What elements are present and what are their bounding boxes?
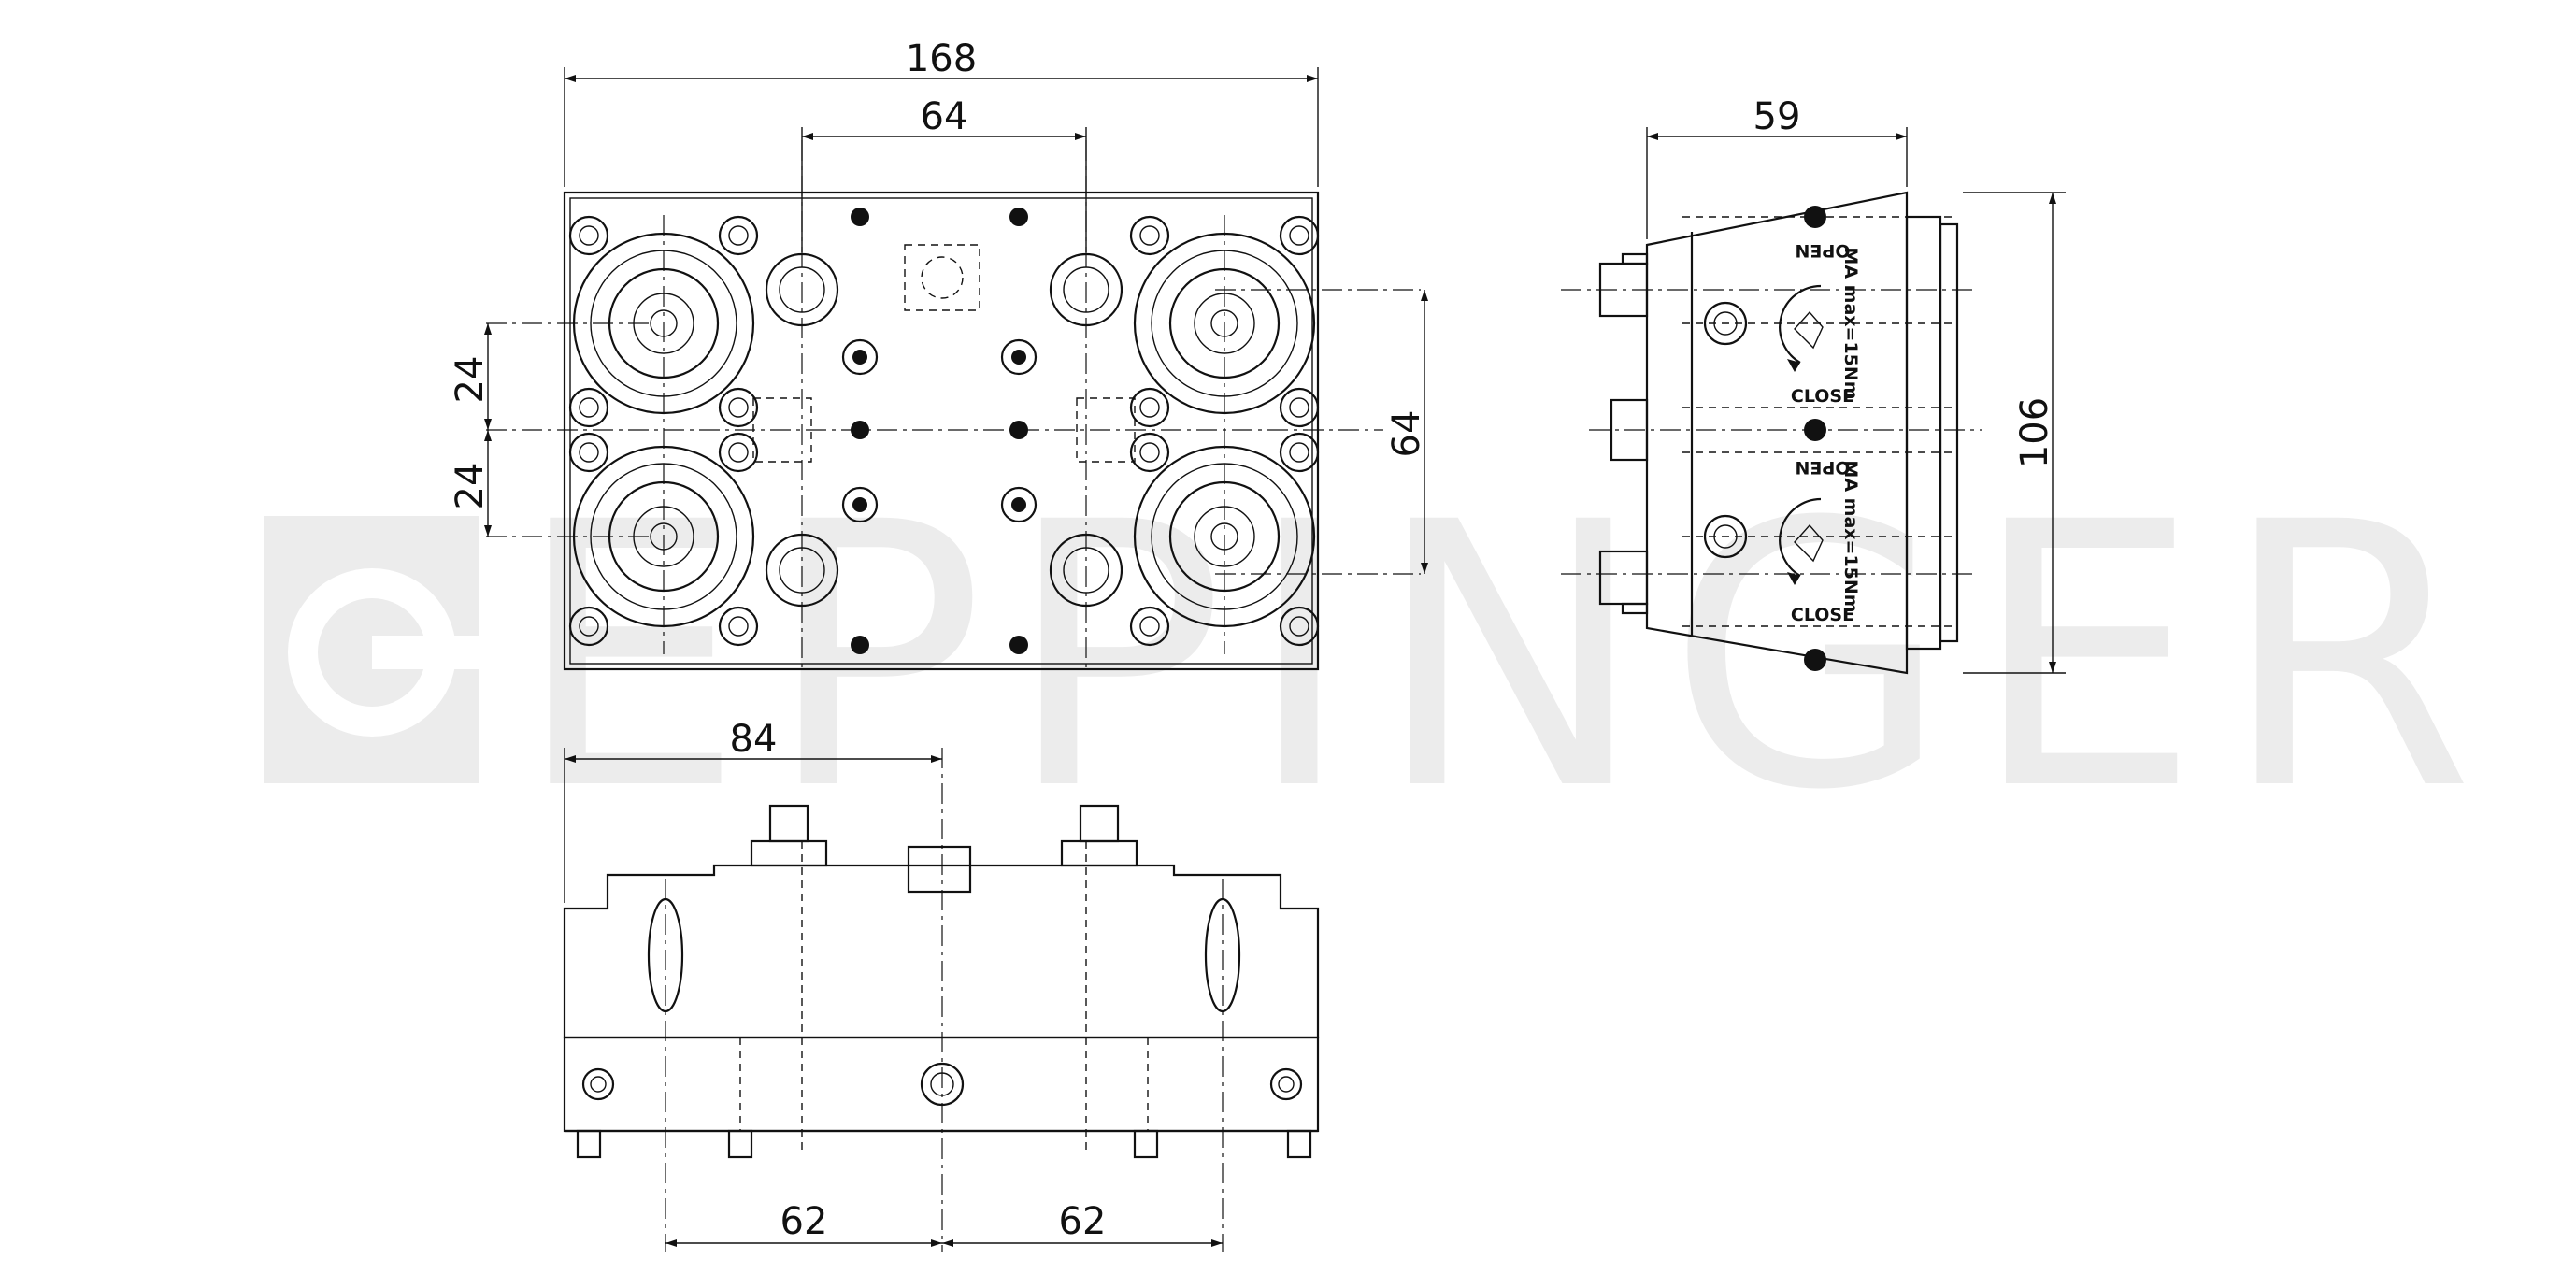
connector-bottom-left	[572, 445, 755, 628]
watermark-logo-icon	[264, 516, 484, 783]
connector-top-left	[572, 232, 755, 415]
dim-62-right: 62	[1059, 1200, 1107, 1243]
dim-24-upper: 24	[449, 356, 492, 404]
front-view-body	[563, 864, 1320, 1038]
connector-bottom-right	[1133, 445, 1316, 628]
watermark: EPPINGER	[264, 445, 2495, 869]
front-view: 84 62 62	[563, 718, 1320, 1252]
top-view: 168 64 24 24 64	[449, 37, 1428, 673]
corner-screws	[568, 215, 1320, 647]
label-close-1: CLOSE	[1791, 386, 1854, 407]
dim-59: 59	[1753, 95, 1801, 138]
label-torque-1: MA max=15Nm	[1840, 247, 1861, 399]
watermark-text: EPPINGER	[514, 445, 2495, 869]
dim-84: 84	[730, 718, 778, 761]
label-close-2: CLOSE	[1791, 605, 1854, 625]
dim-64-right: 64	[1385, 410, 1428, 458]
rotate-arrow-icon	[1779, 497, 1824, 585]
label-torque-2: MA max=15Nm	[1840, 460, 1861, 612]
dim-24-lower: 24	[449, 463, 492, 510]
connector-top-right	[1133, 232, 1316, 415]
rotate-arrow-icon	[1779, 284, 1824, 372]
dim-62-left: 62	[780, 1200, 828, 1243]
dim-64-top: 64	[921, 95, 968, 138]
dim-168: 168	[906, 37, 977, 80]
dim-106: 106	[2013, 397, 2056, 468]
label-open-1: OPEN	[1796, 240, 1851, 261]
side-view: OPEN CLOSE OPEN CLOSE MA max=15Nm MA max…	[1561, 95, 2066, 675]
small-holes	[841, 208, 1038, 654]
center-pins	[765, 252, 1123, 608]
top-view-outline	[563, 191, 1320, 671]
label-open-2: OPEN	[1796, 457, 1851, 478]
